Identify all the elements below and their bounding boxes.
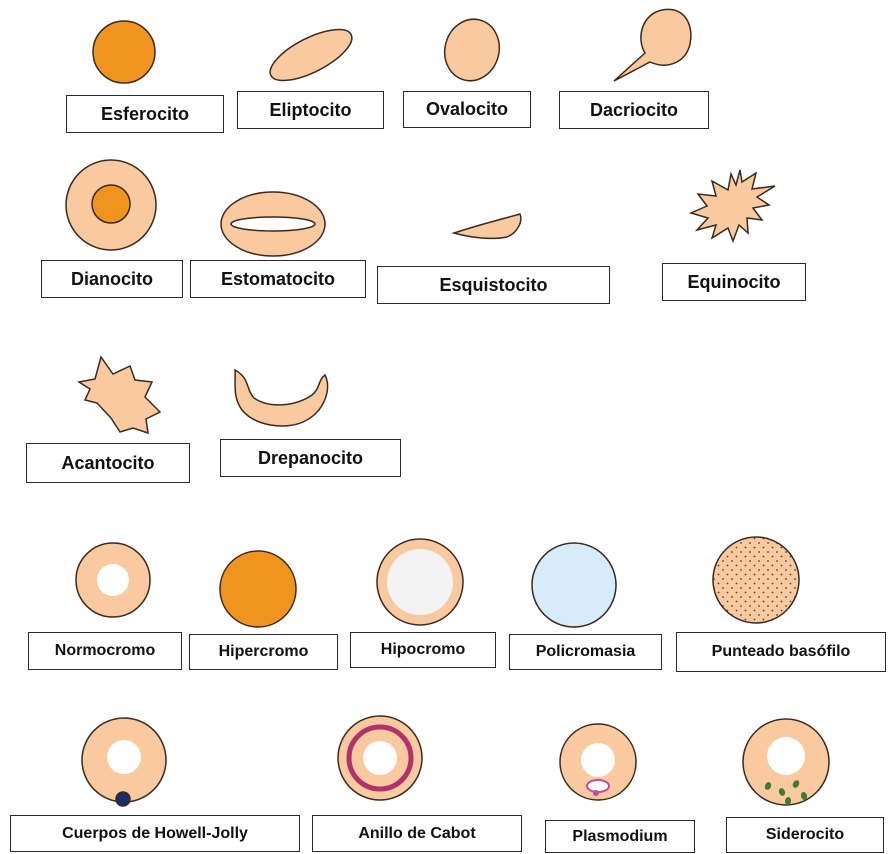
- label-eliptocito: Eliptocito: [237, 91, 384, 129]
- label-normocromo: Normocromo: [28, 632, 182, 670]
- drepanocito-cell: [235, 370, 328, 426]
- label-estomatocito: Estomatocito: [190, 260, 366, 298]
- normocromo-pallor: [97, 564, 129, 596]
- howell-jolly-body: [116, 792, 130, 806]
- label-dacriocito: Dacriocito: [559, 91, 709, 129]
- estomatocito-slit: [231, 217, 315, 231]
- label-punteado-basofilo: Punteado basófilo: [676, 632, 886, 672]
- punteado-basofilo-cell: [713, 537, 799, 623]
- eliptocito-cell: [263, 19, 359, 90]
- acantocito-cell: [79, 357, 160, 433]
- siderocito-pallor: [767, 737, 805, 775]
- ovalocito-cell: [438, 13, 506, 87]
- equinocito-cell: [691, 170, 775, 241]
- plasmodium-chromatin-dot: [593, 790, 599, 796]
- label-anillo-de-cabot: Anillo de Cabot: [312, 815, 522, 852]
- label-siderocito: Siderocito: [726, 817, 884, 853]
- plasmodium-pallor: [581, 743, 615, 777]
- label-ovalocito: Ovalocito: [403, 91, 531, 128]
- label-dianocito: Dianocito: [41, 260, 183, 298]
- label-policromasia: Policromasia: [509, 634, 662, 670]
- label-esquistocito: Esquistocito: [377, 266, 610, 304]
- label-hipercromo: Hipercromo: [189, 634, 338, 670]
- label-howell-jolly: Cuerpos de Howell-Jolly: [10, 815, 300, 852]
- dacriocito-cell: [614, 9, 691, 81]
- policromasia-cell: [532, 543, 616, 627]
- dianocito-target-center: [92, 185, 130, 223]
- esquistocito-cell: [454, 214, 521, 238]
- cabot-pallor: [363, 741, 397, 775]
- label-equinocito: Equinocito: [662, 263, 806, 301]
- label-plasmodium: Plasmodium: [545, 820, 695, 853]
- label-acantocito: Acantocito: [26, 443, 190, 483]
- howell-jolly-pallor: [107, 740, 141, 774]
- label-drepanocito: Drepanocito: [220, 439, 401, 477]
- plasmodium-ring-form: [587, 780, 609, 792]
- label-hipocromo: Hipocromo: [350, 632, 496, 668]
- hipocromo-pallor: [387, 549, 453, 615]
- hipercromo-cell: [220, 551, 296, 627]
- esferocito-cell: [93, 21, 155, 83]
- label-esferocito: Esferocito: [66, 95, 224, 133]
